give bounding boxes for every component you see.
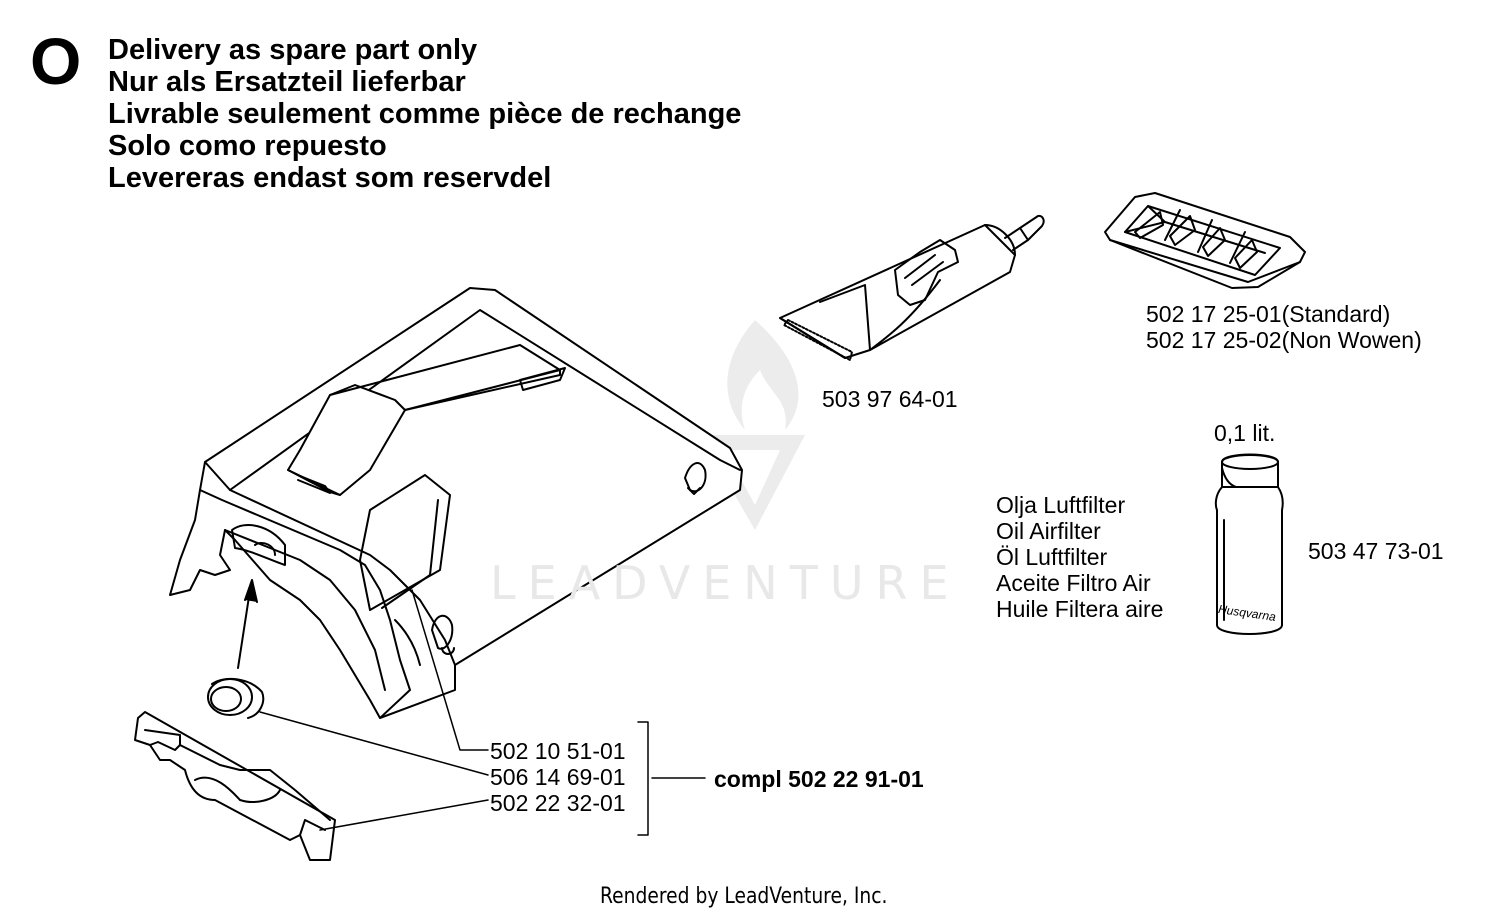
legend-line-en: Delivery as spare part only <box>108 34 478 66</box>
leader-lines <box>259 589 706 836</box>
legend-line-de: Nur als Ersatzteil lieferbar <box>108 66 466 98</box>
grommet-part <box>207 677 265 719</box>
part-number-cover: 502 10 51-01 <box>490 738 626 764</box>
spare-part-marker: O <box>30 24 82 98</box>
part-number-bottle: 503 47 73-01 <box>1308 538 1444 564</box>
part-number-filter-standard: 502 17 25-01(Standard) <box>1146 301 1391 327</box>
oil-label-en: Oil Airfilter <box>996 518 1101 544</box>
oil-description: Olja Luftfilter Oil Airfilter Öl Luftfil… <box>996 492 1163 622</box>
complete-kit-number: compl 502 22 91-01 <box>714 766 924 792</box>
oil-volume-label: 0,1 lit. <box>1214 420 1276 446</box>
footer-credit: Rendered by LeadVenture, Inc. <box>600 884 888 909</box>
air-filter-part <box>1104 192 1306 289</box>
oil-label-sv: Olja Luftfilter <box>996 492 1126 518</box>
part-number-filter: 502 17 25-01(Standard) 502 17 25-02(Non … <box>1146 301 1422 353</box>
base-plate-part <box>134 711 336 861</box>
spare-part-legend: Delivery as spare part only Nur als Ersa… <box>108 34 741 194</box>
oil-label-fr: Huile Filtera aire <box>996 596 1164 622</box>
assembly-arrow <box>237 579 258 669</box>
legend-line-sv: Levereras endast som reservdel <box>108 162 552 194</box>
part-number-tube: 503 97 64-01 <box>822 386 958 412</box>
legend-line-fr: Livrable seulement comme pièce de rechan… <box>108 98 742 130</box>
oil-label-es: Aceite Filtro Air <box>996 570 1151 596</box>
air-filter-cover <box>169 287 743 719</box>
part-number-filter-nonwoven: 502 17 25-02(Non Wowen) <box>1146 327 1422 353</box>
part-number-grommet: 506 14 69-01 <box>490 764 626 790</box>
grease-tube-part <box>779 214 1045 361</box>
watermark-text: LEADVENTURE <box>490 556 961 610</box>
oil-label-de: Öl Luftfilter <box>996 544 1108 570</box>
legend-line-es: Solo como repuesto <box>108 130 387 162</box>
oil-bottle-part <box>1214 453 1284 635</box>
part-number-plate: 502 22 32-01 <box>490 790 626 816</box>
